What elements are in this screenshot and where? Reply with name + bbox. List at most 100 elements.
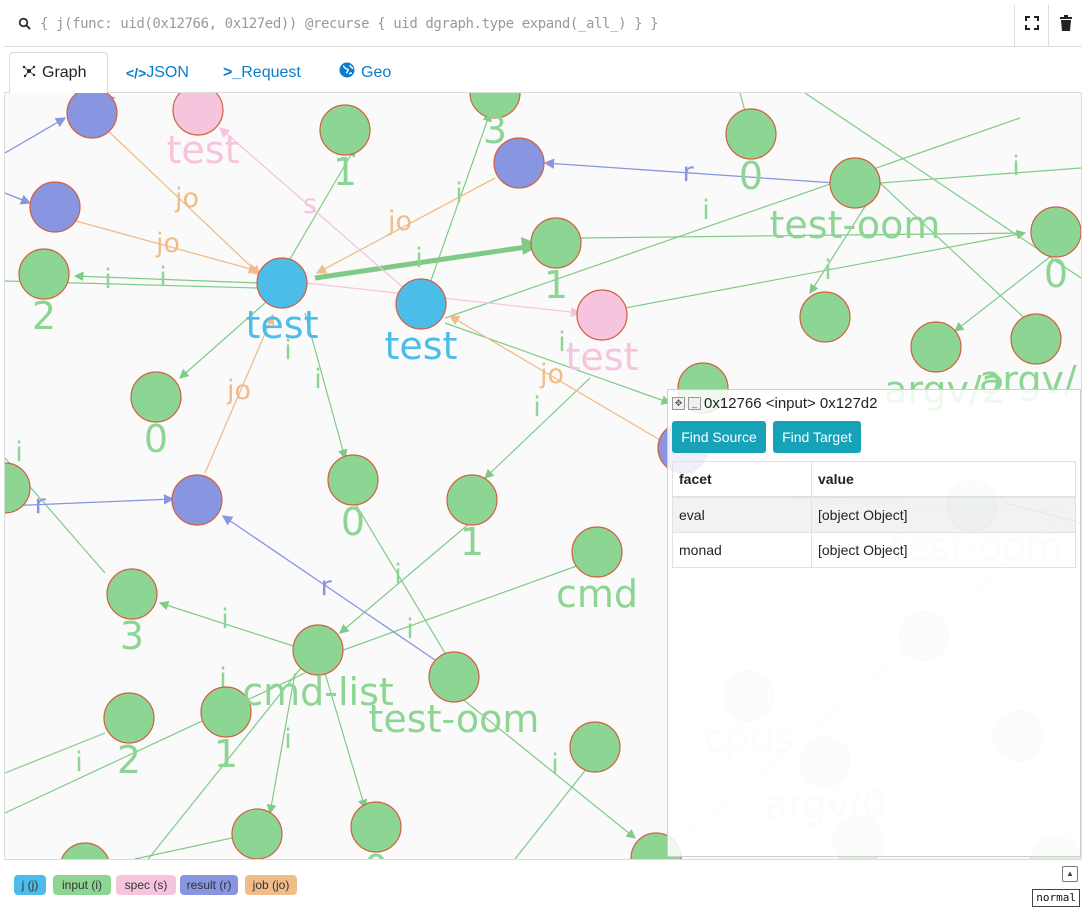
svg-text:i: i <box>104 264 112 295</box>
tab-bar: Graph </> JSON >_ Request Geo <box>4 47 1082 94</box>
search-icon <box>18 17 32 36</box>
node-input[interactable] <box>569 721 621 773</box>
node-input[interactable] <box>327 454 379 506</box>
facet-value: [object Object] <box>811 532 1076 568</box>
node-input[interactable] <box>446 474 498 526</box>
edge-label: r <box>320 571 332 602</box>
svg-text:i: i <box>824 255 832 286</box>
facet-name: monad <box>672 532 812 568</box>
expand-icon[interactable]: ▲ <box>1062 866 1078 882</box>
node-j[interactable] <box>395 278 447 330</box>
node-input[interactable] <box>571 526 623 578</box>
tab-geo[interactable]: Geo <box>327 52 403 93</box>
minimize-icon[interactable]: _ <box>688 396 701 410</box>
query-text[interactable]: { j(func: uid(0x12766, 0x127ed)) @recurs… <box>40 16 659 32</box>
trash-icon <box>1059 15 1073 36</box>
svg-text:0: 0 <box>341 500 365 544</box>
edge-label: r <box>682 157 694 188</box>
node-input[interactable] <box>1030 206 1081 258</box>
edge-label: jo <box>539 359 564 390</box>
svg-text:0: 0 <box>1044 252 1068 296</box>
node-input[interactable] <box>60 842 110 859</box>
legend-item-spec: spec (s) <box>116 875 176 895</box>
node-input[interactable] <box>910 321 962 373</box>
node-input[interactable] <box>829 157 881 209</box>
facet-value: [object Object] <box>811 496 1076 533</box>
svg-text:1: 1 <box>544 263 568 307</box>
svg-text:3: 3 <box>120 614 144 658</box>
svg-text:test: test <box>566 335 639 379</box>
node-spec[interactable] <box>172 93 224 136</box>
edge-label: jo <box>226 375 251 406</box>
node-result[interactable] <box>171 474 223 526</box>
node-input[interactable] <box>18 248 70 300</box>
node-input[interactable] <box>103 692 155 744</box>
svg-text:i: i <box>159 262 167 293</box>
globe-icon <box>339 62 355 83</box>
node-result[interactable] <box>66 93 118 139</box>
node-input[interactable] <box>319 104 371 156</box>
input-edge-labels: i i i i i i i i i i i i i i i i i i i <box>15 151 1020 780</box>
node-input[interactable] <box>5 462 31 514</box>
node-input[interactable] <box>350 801 402 853</box>
tab-request[interactable]: >_ Request <box>211 52 313 93</box>
svg-text:i: i <box>221 604 229 635</box>
svg-text:i: i <box>394 559 402 590</box>
node-result[interactable] <box>493 137 545 189</box>
delete-button[interactable] <box>1048 5 1083 46</box>
move-icon[interactable]: ✥ <box>672 396 685 410</box>
node-input[interactable] <box>106 568 158 620</box>
graph-icon <box>22 64 36 83</box>
node-spec[interactable] <box>576 289 628 341</box>
svg-text:i: i <box>284 724 292 755</box>
node-input[interactable] <box>530 217 582 269</box>
svg-text:i: i <box>314 364 322 395</box>
find-target-button[interactable]: Find Target <box>773 421 861 453</box>
node-input[interactable] <box>292 624 344 676</box>
tab-graph[interactable]: Graph <box>9 52 108 94</box>
node-input[interactable] <box>130 371 182 423</box>
legend-item-result: result (r) <box>180 875 238 895</box>
node-input[interactable] <box>231 808 283 859</box>
job-edges <box>64 127 666 474</box>
code-icon: </> <box>126 64 147 81</box>
fullscreen-button[interactable] <box>1014 5 1049 46</box>
table-row: eval [object Object] <box>672 496 1076 533</box>
graph-canvas[interactable]: jo jo jo jo jo s r r r i i i i i i i i i… <box>5 93 1081 859</box>
facets-table: facet value eval [object Object] monad [… <box>672 461 1076 568</box>
tab-request-label: Request <box>241 63 301 81</box>
svg-text:i: i <box>284 335 292 366</box>
facet-name: eval <box>672 496 812 533</box>
svg-text:i: i <box>533 392 541 423</box>
panel-header: ✥ _ 0x12766 <input> 0x127d2 <box>672 394 878 412</box>
svg-text:i: i <box>219 663 227 694</box>
node-input[interactable] <box>469 93 521 119</box>
tab-json-label: JSON <box>146 63 189 81</box>
edge-label: r <box>34 489 46 520</box>
panel-title: 0x12766 <input> 0x127d2 <box>704 394 878 412</box>
svg-text:3: 3 <box>483 108 507 152</box>
node-input[interactable] <box>725 108 777 160</box>
node-result[interactable] <box>29 181 81 233</box>
tab-geo-label: Geo <box>361 63 392 81</box>
svg-text:test-oom: test-oom <box>770 203 941 247</box>
node-input[interactable] <box>799 291 851 343</box>
legend-item-j: j (j) <box>14 875 46 895</box>
selected-edge[interactable] <box>314 243 534 281</box>
svg-text:i: i <box>558 327 566 358</box>
svg-text:1: 1 <box>460 520 484 564</box>
legend-item-input: input (i) <box>53 875 111 895</box>
svg-text:test: test <box>246 303 319 347</box>
tab-json[interactable]: </> JSON <box>114 52 201 93</box>
node-input[interactable] <box>200 686 252 738</box>
legend-footer: j (j) input (i) spec (s) result (r) job … <box>4 859 1082 908</box>
svg-text:test-oom: test-oom <box>369 697 540 741</box>
node-j[interactable] <box>256 257 308 309</box>
edge-label: jo <box>174 183 199 214</box>
find-source-button[interactable]: Find Source <box>672 421 766 453</box>
graph-nodes <box>5 93 1081 859</box>
node-input[interactable] <box>1010 313 1062 365</box>
node-labels: test test test test test-oom test-oom 1 … <box>32 108 1081 859</box>
node-input[interactable] <box>428 651 480 703</box>
svg-text:test: test <box>167 128 240 172</box>
